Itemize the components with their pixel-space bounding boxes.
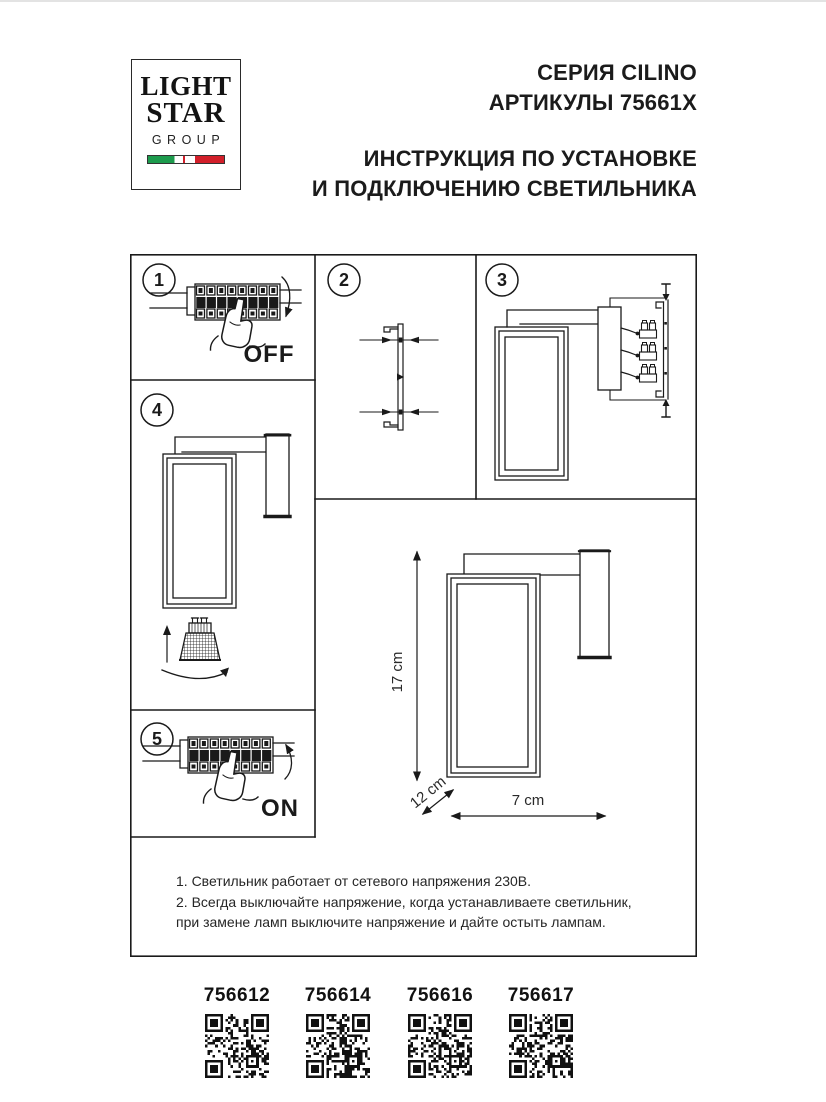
step-5-number: 5 [152,729,162,749]
arrow-up-icon [284,743,294,780]
dimension-width: 7 cm [512,792,545,809]
dimension-height: 17 cm [389,652,406,693]
articles-title: АРТИКУЛЫ 75661X [488,90,697,115]
step-3-wiring-drawing [494,283,671,481]
qr-code [509,1014,573,1078]
series-title: СЕРИЯ CILINO [537,60,697,85]
article-number: 756616 [406,985,474,1006]
qr-code [408,1014,472,1078]
diagram-grid-borders [130,254,697,957]
dimension-depth: 12 cm [407,773,449,812]
step-1-breaker-off-drawing: OFF [149,276,302,368]
qr-code [306,1014,370,1078]
rotate-arrow-icon [161,667,229,680]
note-line-1: 1. Светильник работает от сетевого напря… [176,873,532,889]
qr-item: 756617 [493,985,589,1083]
qr-item: 756616 [392,985,488,1083]
step-1-label: OFF [244,341,295,368]
italian-flag-bar [147,155,225,164]
instruction-title-line2: И ПОДКЛЮЧЕНИЮ СВЕТИЛЬНИКА [311,176,697,201]
note-line-3: при замене ламп выключите напряжение и д… [176,914,606,930]
lightstar-logo: LIGHT STAR GROUP [131,59,241,190]
step-4-lamp-drawing [161,433,292,680]
note-line-2: 2. Всегда выключайте напряжение, когда у… [176,893,632,910]
article-number: 756617 [507,985,575,1006]
qr-item: 756612 [189,985,285,1083]
qr-code [205,1014,269,1078]
pointing-hand-icon [209,297,266,351]
dimensions-drawing: 17 cm 12 cm 7 cm [389,549,612,820]
step-3-number: 3 [497,270,507,290]
step-5-label: ON [261,795,299,822]
article-number: 756612 [203,985,271,1006]
step-4-number: 4 [152,400,162,420]
article-number: 756614 [304,985,372,1006]
arrow-down-icon [281,276,293,318]
logo-word-group: GROUP [151,133,226,147]
logo-word-light: LIGHT [140,71,232,101]
step-1-number: 1 [154,270,164,290]
instruction-title: ИНСТРУКЦИЯ ПО УСТАНОВКЕ И ПОДКЛЮЧЕНИЮ СВ… [312,144,697,204]
step-5-breaker-on-drawing: ON [143,737,299,822]
gu10-bulb-icon [179,617,221,661]
installation-diagram: 1 2 3 4 5 [130,254,697,957]
instruction-title-line1: ИНСТРУКЦИЯ ПО УСТАНОВКЕ [363,146,697,171]
series-block: СЕРИЯ CILINO АРТИКУЛЫ 75661X [489,58,697,118]
step-2-bracket-drawing [359,323,439,431]
step-2-number: 2 [339,270,349,290]
logo-word-star: STAR [146,97,226,129]
step-badges: 1 2 3 4 5 [140,263,519,756]
qr-item: 756614 [290,985,386,1083]
safety-notes: 1. Светильник работает от сетевого напря… [176,871,632,933]
